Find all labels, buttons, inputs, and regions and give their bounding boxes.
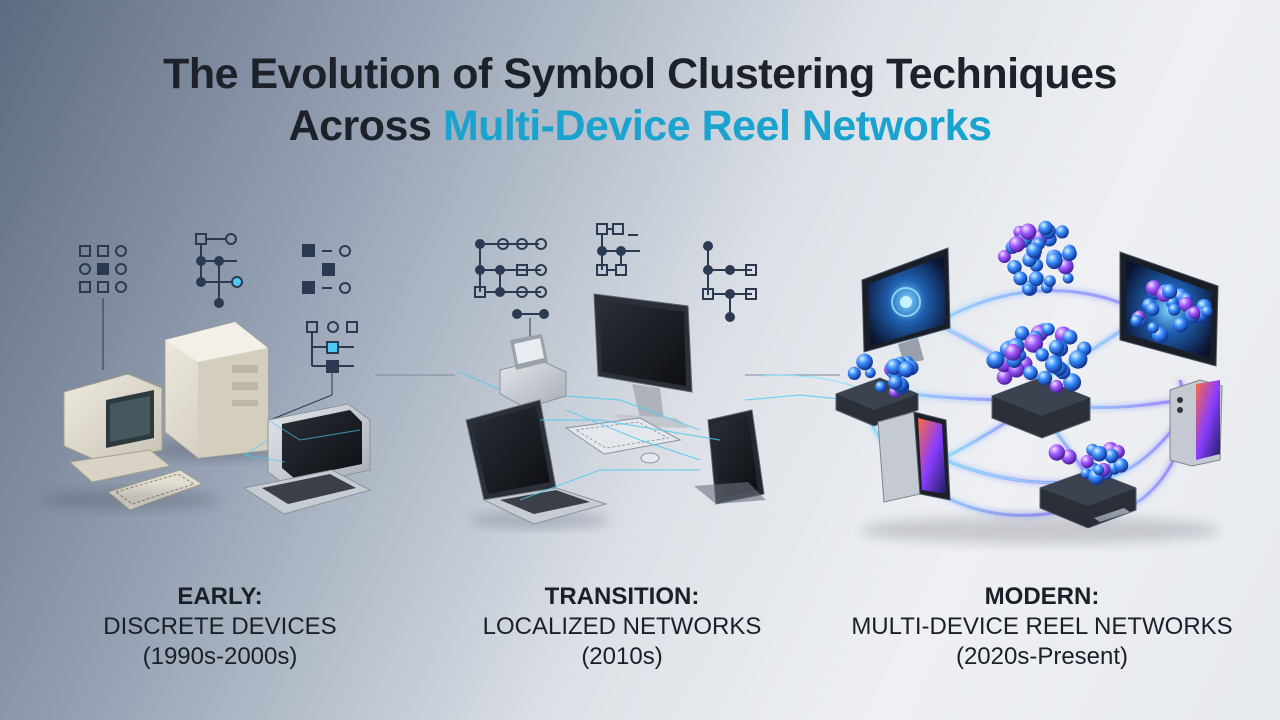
- stage-period: (2010s): [581, 643, 663, 670]
- cluster-sphere: [898, 361, 915, 378]
- cluster-sphere: [1062, 272, 1074, 284]
- cluster-sphere: [1168, 303, 1181, 316]
- cluster-sphere: [997, 250, 1011, 263]
- early-laptop: [242, 403, 372, 515]
- cluster-sphere: [1004, 343, 1022, 361]
- cluster-sphere: [1013, 271, 1028, 286]
- transition-network-lines: [459, 371, 851, 501]
- cluster-sphere: [1162, 283, 1178, 300]
- cluster-sphere: [1028, 271, 1044, 287]
- stage-label-early: EARLY: DISCRETE DEVICES (1990s-2000s): [40, 582, 400, 672]
- cluster-sphere: [1055, 225, 1069, 239]
- cluster-center: [986, 322, 1092, 393]
- title-line-2-plain: Across: [288, 102, 443, 150]
- cluster-sphere: [1048, 339, 1065, 355]
- cluster-sphere: [864, 367, 876, 379]
- floor-shadows: [40, 490, 1220, 544]
- cluster-sphere: [1093, 464, 1105, 476]
- transition-symbol-grid-2: [596, 223, 640, 276]
- modern-phone-left: [877, 411, 951, 503]
- transition-desktop-monitor: [593, 293, 693, 428]
- cluster-sphere: [1068, 349, 1088, 369]
- cluster-sphere: [1062, 329, 1078, 345]
- cluster-sphere: [1019, 223, 1037, 240]
- cluster-sphere: [996, 369, 1013, 385]
- modern-phone-right: [1169, 379, 1223, 467]
- cluster-sphere: [1048, 444, 1066, 461]
- page-title: The Evolution of Symbol Clustering Techn…: [0, 48, 1280, 152]
- early-network-lines: [243, 419, 361, 463]
- transition-symbol-grid-1: [474, 238, 549, 348]
- cluster-sphere: [1187, 306, 1201, 320]
- cluster-sphere: [1037, 370, 1053, 386]
- modern-monitor-left: [861, 247, 951, 364]
- stage-period: (1990s-2000s): [142, 643, 298, 670]
- early-symbol-grid-1: [79, 245, 127, 370]
- cluster-sphere: [1147, 322, 1159, 334]
- cluster-sphere: [1049, 379, 1064, 393]
- stage-name: LOCALIZED NETWORKS: [482, 613, 762, 640]
- cluster-sphere: [1007, 260, 1022, 275]
- cluster-sphere: [1080, 454, 1094, 469]
- cluster-sphere: [987, 351, 1005, 369]
- cluster-sphere: [1044, 275, 1056, 287]
- title-line-1: The Evolution of Symbol Clustering Techn…: [163, 50, 1117, 98]
- transition-keyboard: [564, 417, 682, 464]
- cluster-sphere: [1046, 252, 1063, 270]
- cluster-sphere: [1022, 284, 1034, 296]
- stage-phase: EARLY:: [177, 583, 263, 610]
- cluster-sphere: [1113, 458, 1129, 473]
- stage-label-transition: TRANSITION: LOCALIZED NETWORKS (2010s): [432, 582, 812, 672]
- stage-phase: MODERN:: [984, 583, 1100, 610]
- modern-hub-center: [991, 377, 1091, 439]
- cluster-sphere: [1024, 334, 1043, 353]
- early-symbol-grid-3: [302, 244, 351, 294]
- cluster-sphere: [1178, 297, 1193, 312]
- modern-symbol-clusters: [847, 220, 1213, 485]
- cluster-sphere: [1104, 448, 1119, 464]
- cluster-sphere: [875, 381, 887, 393]
- cluster-sphere: [1035, 348, 1049, 362]
- cluster-sphere: [1201, 305, 1213, 318]
- cluster-sphere: [1038, 220, 1053, 236]
- early-symbol-grid-4: [269, 321, 358, 421]
- stage-phase: TRANSITION:: [544, 583, 700, 610]
- cluster-sphere: [1026, 242, 1042, 259]
- early-symbol-grid-2: [195, 233, 243, 308]
- cluster-sphere: [1091, 445, 1107, 462]
- cluster-sphere: [1173, 317, 1189, 333]
- cluster-sphere: [1063, 373, 1082, 392]
- cluster-sphere: [1014, 326, 1030, 341]
- cluster-sphere: [1061, 449, 1077, 465]
- transition-symbol-grid-3: [702, 241, 757, 322]
- cluster-sphere: [1130, 315, 1143, 327]
- cluster-sphere: [1146, 302, 1160, 316]
- early-crt-monitor: [63, 373, 172, 483]
- transition-tablet: [694, 409, 766, 505]
- cluster-right: [1130, 280, 1213, 343]
- cluster-top: [997, 220, 1077, 296]
- stage-name: DISCRETE DEVICES: [103, 613, 337, 640]
- cluster-sphere: [856, 353, 873, 371]
- early-tower-pc: [150, 321, 290, 460]
- stage-label-modern: MODERN: MULTI-DEVICE REEL NETWORKS (2020…: [832, 582, 1252, 672]
- title-line-2-accent: Multi-Device Reel Networks: [442, 102, 992, 150]
- cluster-sphere: [1044, 355, 1063, 374]
- title-line-2: Across Multi-Device Reel Networks: [0, 100, 1280, 152]
- cluster-sphere: [886, 358, 903, 375]
- cluster-bottom: [1048, 441, 1129, 485]
- transition-printer: [499, 334, 567, 409]
- cluster-sphere: [1023, 365, 1038, 381]
- cluster-sphere: [847, 366, 861, 380]
- stage-period: (2020s-Present): [955, 643, 1129, 670]
- transition-laptop: [465, 399, 610, 528]
- cluster-sphere: [1008, 236, 1025, 253]
- cluster-sphere: [1041, 322, 1055, 336]
- cluster-sphere: [1062, 246, 1077, 262]
- stage-name: MULTI-DEVICE REEL NETWORKS: [851, 613, 1233, 640]
- cluster-left: [847, 353, 919, 398]
- cluster-sphere: [888, 375, 903, 390]
